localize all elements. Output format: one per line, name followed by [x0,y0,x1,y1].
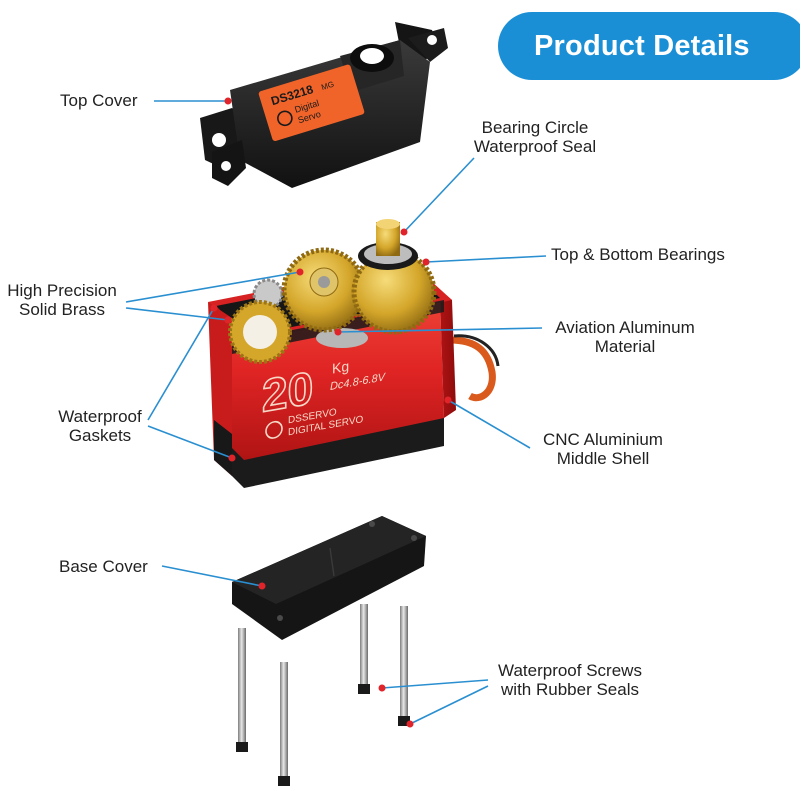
callout-text: Middle Shell [556,449,650,468]
callout-waterproof-gaskets: Waterproof Gaskets [46,407,154,445]
callout-text: Bearing Circle [481,118,589,137]
torque-unit-text: Kg [332,358,349,377]
screw-4 [398,606,410,726]
brass-gear-train [228,219,437,364]
servo-body-part: 20 Kg Dc4.8-6.8V DSSERVO DIGITAL SERVO [208,219,500,488]
base-cover-part [232,516,426,640]
brand-logo-icon [277,110,293,127]
callout-bearing-seal: Bearing Circle Waterproof Seal [460,118,610,156]
callout-text: Top Cover [60,91,138,110]
callout-text: Base Cover [59,557,148,576]
brand-logo-icon [265,420,283,439]
top-cover-part: DS3218 MG Digital Servo [200,22,448,188]
waterproof-screws [236,604,410,786]
callout-solid-brass: High Precision Solid Brass [0,281,124,319]
callout-text: Solid Brass [19,300,105,319]
callout-text: High Precision [7,281,117,300]
callout-text: Top & Bottom Bearings [551,245,725,264]
callout-cnc-middle-shell: CNC Aluminium Middle Shell [532,430,674,468]
cover-model-suffix: MG [320,80,335,92]
banner-title: Product Details [534,29,750,62]
callout-text: Aviation Aluminum [555,318,695,337]
callout-top-cover: Top Cover [60,91,137,110]
callout-base-cover: Base Cover [59,557,148,576]
product-details-banner: Product Details [498,12,800,80]
callout-text: with Rubber Seals [501,680,639,699]
callout-text: CNC Aluminium [543,430,663,449]
callout-anchor-dots [210,97,452,728]
callout-text: Gaskets [68,426,132,445]
screw-1 [236,628,248,752]
screw-2 [278,662,290,786]
callout-top-bottom-bearings: Top & Bottom Bearings [551,245,725,264]
callout-text: Material [594,337,656,356]
callout-leader-lines [125,100,547,725]
screw-3 [358,604,370,694]
torque-rating-text: 20 [262,361,313,422]
callout-text: Waterproof Seal [473,137,597,156]
callout-text: Waterproof [58,407,142,426]
callout-waterproof-screws: Waterproof Screws with Rubber Seals [488,661,652,699]
callout-aviation-aluminum: Aviation Aluminum Material [540,318,710,356]
callout-text: Waterproof Screws [498,661,642,680]
